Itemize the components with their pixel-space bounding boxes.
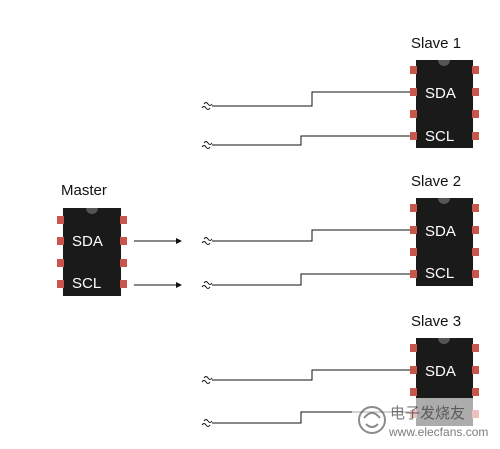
slave-1-pins <box>410 66 479 140</box>
master-title: Master <box>61 182 107 199</box>
slave-2-chip-notch <box>438 198 450 204</box>
slave-1-chip-body <box>416 60 473 148</box>
master-sda-label: SDA <box>72 233 103 250</box>
slave-1-chip: Slave 1 SDA SCL <box>410 35 479 148</box>
master-chip-notch <box>86 208 98 214</box>
wire-slave-2-scl <box>201 273 410 289</box>
elecfans-logo-icon <box>358 406 386 434</box>
slave-2-chip: Slave 2 SDA SCL <box>410 173 479 286</box>
master-chip-body <box>63 208 121 296</box>
master-scl-arrow <box>134 282 182 288</box>
watermark-url: www.elecfans.com <box>388 425 488 439</box>
slave-1-chip-notch <box>438 60 450 66</box>
slave-1-sda-label: SDA <box>425 85 456 102</box>
slave-3-sda-label: SDA <box>425 363 456 380</box>
slave-2-sda-label: SDA <box>425 223 456 240</box>
wire-slave-2-sda <box>201 229 410 245</box>
slave-1-scl-label: SCL <box>425 128 454 145</box>
slave-3-title: Slave 3 <box>411 313 461 330</box>
master-sda-arrow <box>134 238 182 244</box>
slave-3-chip-notch <box>438 338 450 344</box>
master-chip: Master SDA SCL <box>57 182 127 296</box>
slave-2-chip-body <box>416 198 473 286</box>
slave-2-title: Slave 2 <box>411 173 461 190</box>
slave-1-title: Slave 1 <box>411 35 461 52</box>
master-scl-label: SCL <box>72 275 101 292</box>
slave-2-pins <box>410 204 479 278</box>
wire-slave-3-sda <box>201 369 410 384</box>
watermark: 电子发烧友 www.elecfans.com <box>352 398 494 446</box>
watermark-text: 电子发烧友 <box>390 405 465 422</box>
wire-slave-1-sda <box>201 91 410 110</box>
wire-slave-1-scl <box>201 135 410 149</box>
master-pins <box>57 216 127 288</box>
slave-2-scl-label: SCL <box>425 265 454 282</box>
